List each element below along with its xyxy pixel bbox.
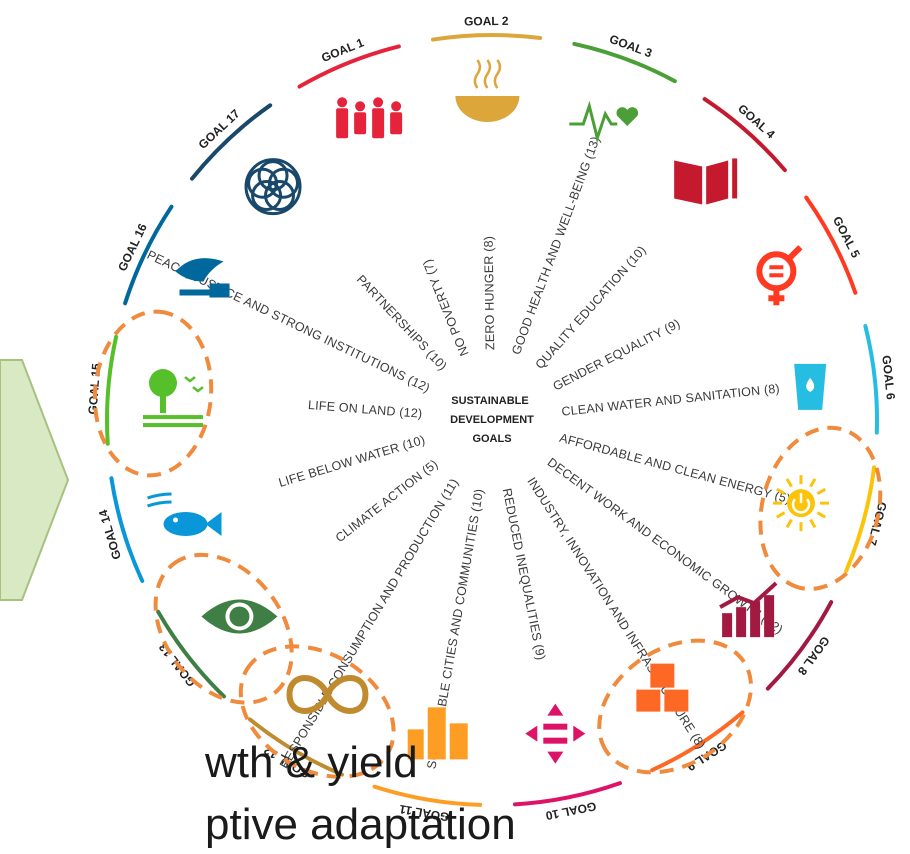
center-title-line: DEVELOPMENT xyxy=(450,414,534,426)
center-title-line: SUSTAINABLE xyxy=(451,395,528,407)
caption-line: wth & yield xyxy=(205,738,418,787)
heartbeat-icon xyxy=(569,100,639,144)
open-book-icon xyxy=(674,158,738,205)
goal-arc-segment xyxy=(190,103,273,181)
goal-number-label: GOAL 17 xyxy=(196,106,243,151)
goal-arc-segment xyxy=(372,784,483,807)
side-arrow-shape xyxy=(0,359,70,601)
goal-number-label: GOAL 6 xyxy=(879,355,898,401)
goal-name-label: CLEAN WATER AND SANITATION (8) xyxy=(561,381,781,418)
sun-power-icon xyxy=(773,475,830,532)
goal-arc-segment xyxy=(512,781,622,807)
goal-arc-segment xyxy=(650,710,745,773)
goal-arc-segment xyxy=(105,334,119,446)
goal-name-label: LIFE ON LAND (12) xyxy=(308,398,423,421)
goal-number-label: GOAL 5 xyxy=(830,214,863,260)
goal-arc-segment xyxy=(123,204,174,306)
highlight-ring xyxy=(758,425,883,591)
goal-arc-segment xyxy=(765,600,834,691)
dove-gavel-icon xyxy=(175,258,230,298)
goal-arc-segment xyxy=(702,97,787,173)
tree-birds-icon xyxy=(142,369,204,428)
goal-name-label: REDUCED INEQUALITIES (9) xyxy=(500,487,548,661)
goal-arc-segment xyxy=(248,717,344,777)
partnership-rings-icon xyxy=(244,158,302,216)
goal-arc-segment xyxy=(297,44,401,89)
goal-arc-segment xyxy=(156,609,226,699)
earth-eye-icon xyxy=(201,599,278,634)
caption-line: ptive adaptation xyxy=(205,800,516,849)
equality-arrows-icon xyxy=(525,703,586,764)
cubes-icon xyxy=(636,663,689,712)
goal-arc-segment xyxy=(430,33,543,42)
infinity-loop-icon xyxy=(286,675,369,714)
goal-number-label: GOAL 2 xyxy=(464,14,509,29)
highlight-ring xyxy=(597,638,753,775)
people-family-icon xyxy=(336,97,403,139)
highlight-ring xyxy=(238,644,396,779)
water-glass-icon xyxy=(794,363,827,410)
goal-number-label: GOAL 16 xyxy=(115,221,150,273)
food-bowl-icon xyxy=(455,59,520,123)
goal-number-label: GOAL 4 xyxy=(735,101,778,141)
goal-number-label: GOAL 8 xyxy=(795,634,833,678)
goal-name-label: GOOD HEALTH AND WELL-BEING (13) xyxy=(509,134,603,356)
goal-arc-segment xyxy=(804,195,858,295)
goal-arc-segment xyxy=(863,324,879,435)
goal-arc-segment xyxy=(109,476,145,583)
center-title-line: GOALS xyxy=(472,433,511,445)
highlight-ring xyxy=(92,309,214,478)
fish-icon xyxy=(147,492,222,536)
growth-chart-icon xyxy=(719,581,778,638)
city-buildings-icon xyxy=(407,707,468,760)
goal-arc-segment xyxy=(572,41,677,84)
gender-equality-icon xyxy=(756,245,803,306)
center-title: SUSTAINABLE DEVELOPMENT GOALS xyxy=(450,395,534,445)
highlight-ring xyxy=(153,552,294,705)
goal-name-label: ZERO HUNGER (8) xyxy=(482,236,498,350)
goal-number-label: GOAL 10 xyxy=(544,799,597,823)
goal-arc-segment xyxy=(844,465,877,573)
